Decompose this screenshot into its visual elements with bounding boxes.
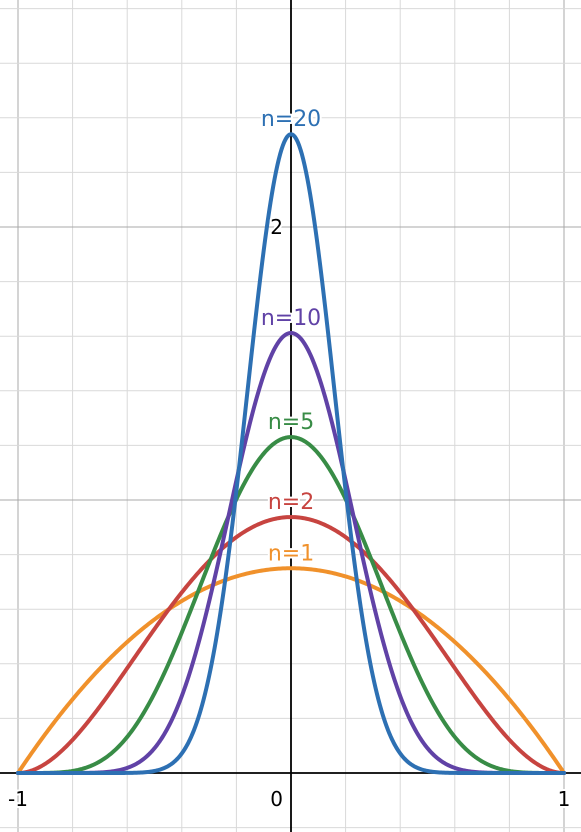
series-label-n20: n=20 bbox=[261, 107, 321, 132]
series-line-n1 bbox=[16, 566, 566, 775]
x-tick-label: -1 bbox=[8, 787, 28, 811]
labels: -1 0 1 2 n=1 n=2 n=5 n=10 n=20 bbox=[6, 105, 572, 813]
series-line-n20 bbox=[16, 132, 566, 775]
series-label-n1: n=1 bbox=[268, 541, 314, 566]
series-label-n2: n=2 bbox=[268, 490, 314, 515]
x-tick-label: 1 bbox=[558, 787, 571, 811]
series-label-n10: n=10 bbox=[261, 306, 321, 331]
x-tick-label: 0 bbox=[270, 787, 283, 811]
curves bbox=[16, 132, 566, 775]
y-tick-label: 2 bbox=[270, 215, 283, 239]
series-line-n5 bbox=[16, 435, 566, 775]
series-label-n5: n=5 bbox=[268, 410, 314, 435]
series-line-n2 bbox=[16, 515, 566, 775]
